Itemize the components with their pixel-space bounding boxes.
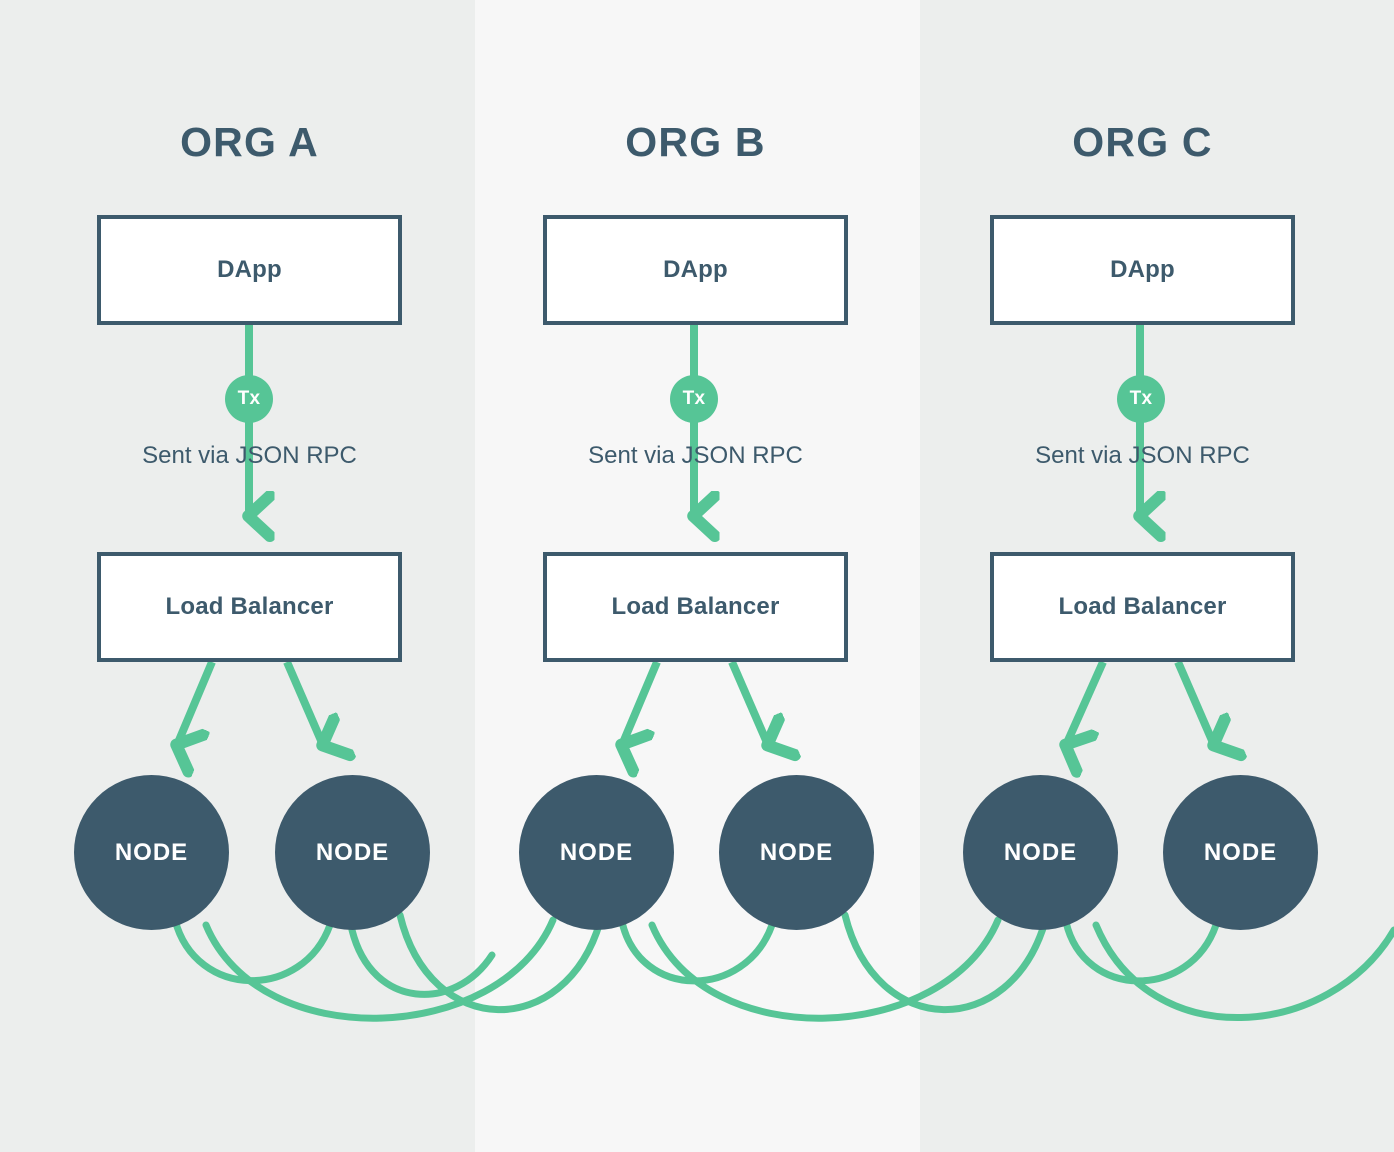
load-balancer-box-org-a[interactable]: Load Balancer: [97, 552, 402, 662]
rpc-label-org-b: Sent via JSON RPC: [588, 442, 803, 469]
node-label: NODE: [114, 838, 189, 866]
org-title-c: ORG C: [1072, 119, 1213, 165]
load-balancer-box-org-b[interactable]: Load Balancer: [543, 552, 848, 662]
dapp-label: DApp: [217, 256, 282, 283]
load-balancer-label: Load Balancer: [165, 593, 334, 620]
org-title-a: ORG A: [180, 119, 319, 165]
node-circle-org-c-2[interactable]: NODE: [1163, 775, 1318, 930]
node-label: NODE: [759, 838, 834, 866]
dapp-label: DApp: [663, 256, 728, 283]
transaction-badge-icon-org-c[interactable]: Tx: [1117, 375, 1165, 423]
transaction-badge-icon-org-a[interactable]: Tx: [225, 375, 273, 423]
org-title-b: ORG B: [625, 119, 766, 165]
load-balancer-box-org-c[interactable]: Load Balancer: [990, 552, 1295, 662]
dapp-box-org-a[interactable]: DApp: [97, 215, 402, 325]
tx-label: Tx: [237, 388, 261, 409]
node-circle-org-a-2[interactable]: NODE: [275, 775, 430, 930]
dapp-label: DApp: [1110, 256, 1175, 283]
node-circle-org-b-2[interactable]: NODE: [719, 775, 874, 930]
node-label: NODE: [1203, 838, 1278, 866]
node-circle-org-c-1[interactable]: NODE: [963, 775, 1118, 930]
node-label: NODE: [1003, 838, 1078, 866]
node-label: NODE: [315, 838, 390, 866]
node-circle-org-a-1[interactable]: NODE: [74, 775, 229, 930]
rpc-label-org-a: Sent via JSON RPC: [142, 442, 357, 469]
dapp-box-org-c[interactable]: DApp: [990, 215, 1295, 325]
dapp-box-org-b[interactable]: DApp: [543, 215, 848, 325]
load-balancer-label: Load Balancer: [1058, 593, 1227, 620]
transaction-badge-icon-org-b[interactable]: Tx: [670, 375, 718, 423]
tx-label: Tx: [682, 388, 706, 409]
load-balancer-label: Load Balancer: [611, 593, 780, 620]
rpc-label-org-c: Sent via JSON RPC: [1035, 442, 1250, 469]
node-label: NODE: [559, 838, 634, 866]
node-circle-org-b-1[interactable]: NODE: [519, 775, 674, 930]
tx-label: Tx: [1129, 388, 1153, 409]
